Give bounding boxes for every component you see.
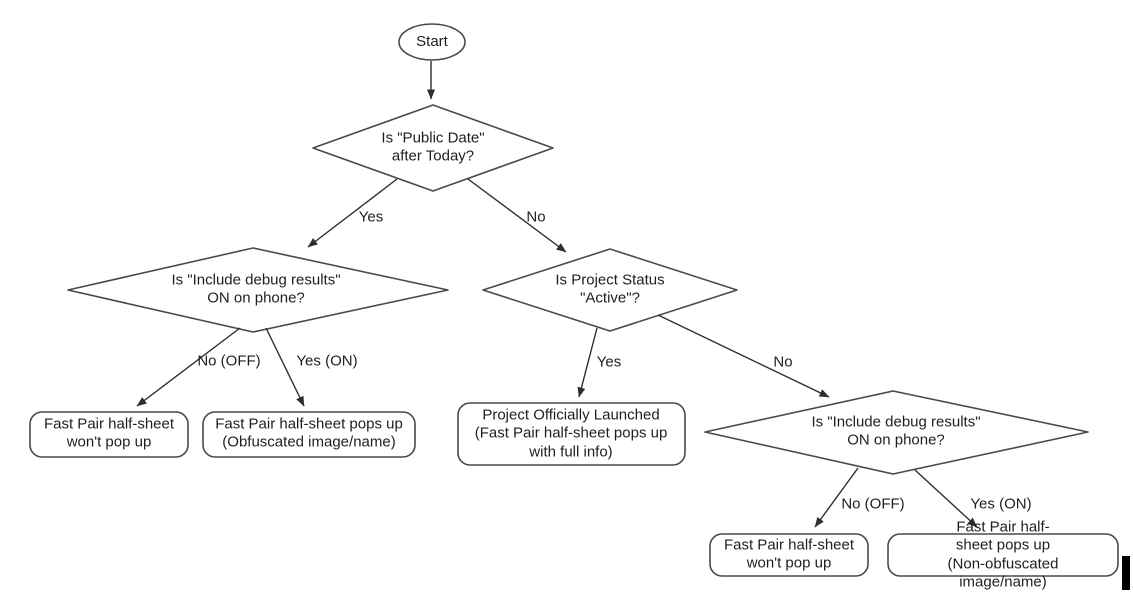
- decision-debug-left-label: Is "Include debug results" ON on phone?: [171, 271, 341, 307]
- arrow-no-off-left: [136, 327, 241, 407]
- leaf-non-obfuscated-label: Fast Pair half-sheet pops up (Non-obfusc…: [947, 518, 1059, 591]
- arrow-no-to-project-status: [467, 178, 567, 253]
- decision-debug-left-shape: [67, 247, 449, 333]
- start-node-label: Start: [416, 32, 448, 50]
- edge-label-no-public-date: No: [526, 208, 546, 226]
- start-node-shape: [398, 23, 466, 61]
- leaf-no-popup-left-label: Fast Pair half-sheet won't pop up: [43, 415, 175, 451]
- edge-label-yes-public-date: Yes: [358, 208, 384, 226]
- leaf-obfuscated-shape: [202, 411, 416, 458]
- text-cursor-bar: [1122, 556, 1130, 590]
- decision-project-status-label: Is Project Status "Active"?: [555, 271, 665, 307]
- leaf-no-popup-left-shape: [29, 411, 189, 458]
- leaf-no-popup-right-shape: [709, 533, 869, 577]
- arrow-yes-status: [577, 327, 598, 398]
- decision-debug-right-label: Is "Include debug results" ON on phone?: [811, 413, 981, 449]
- arrow-no-off-right: [814, 467, 859, 528]
- arrow-yes-on-left: [265, 327, 305, 407]
- edge-label-no-off-right: No (OFF): [841, 495, 905, 513]
- arrow-yes-to-debug-left: [307, 178, 398, 248]
- leaf-no-popup-right-label: Fast Pair half-sheet won't pop up: [723, 536, 855, 572]
- arrow-no-status: [657, 314, 830, 398]
- decision-public-date-label: Is "Public Date" after Today?: [381, 129, 485, 165]
- leaf-obfuscated-label: Fast Pair half-sheet pops up (Obfuscated…: [215, 415, 403, 451]
- edge-label-yes-on-right: Yes (ON): [970, 495, 1032, 513]
- leaf-launched-label: Project Officially Launched (Fast Pair h…: [474, 406, 668, 461]
- edge-label-yes-on-left: Yes (ON): [296, 352, 358, 370]
- decision-project-status-shape: [482, 248, 738, 332]
- edge-label-no-off-left: No (OFF): [197, 352, 261, 370]
- edge-label-yes-status: Yes: [596, 353, 622, 371]
- decision-debug-right-shape: [704, 390, 1089, 475]
- leaf-non-obfuscated-shape: [887, 533, 1119, 577]
- decision-public-date-shape: [312, 104, 554, 192]
- arrow-yes-on-right: [914, 469, 978, 528]
- edge-label-no-status: No: [773, 353, 793, 371]
- leaf-launched-shape: [457, 402, 686, 466]
